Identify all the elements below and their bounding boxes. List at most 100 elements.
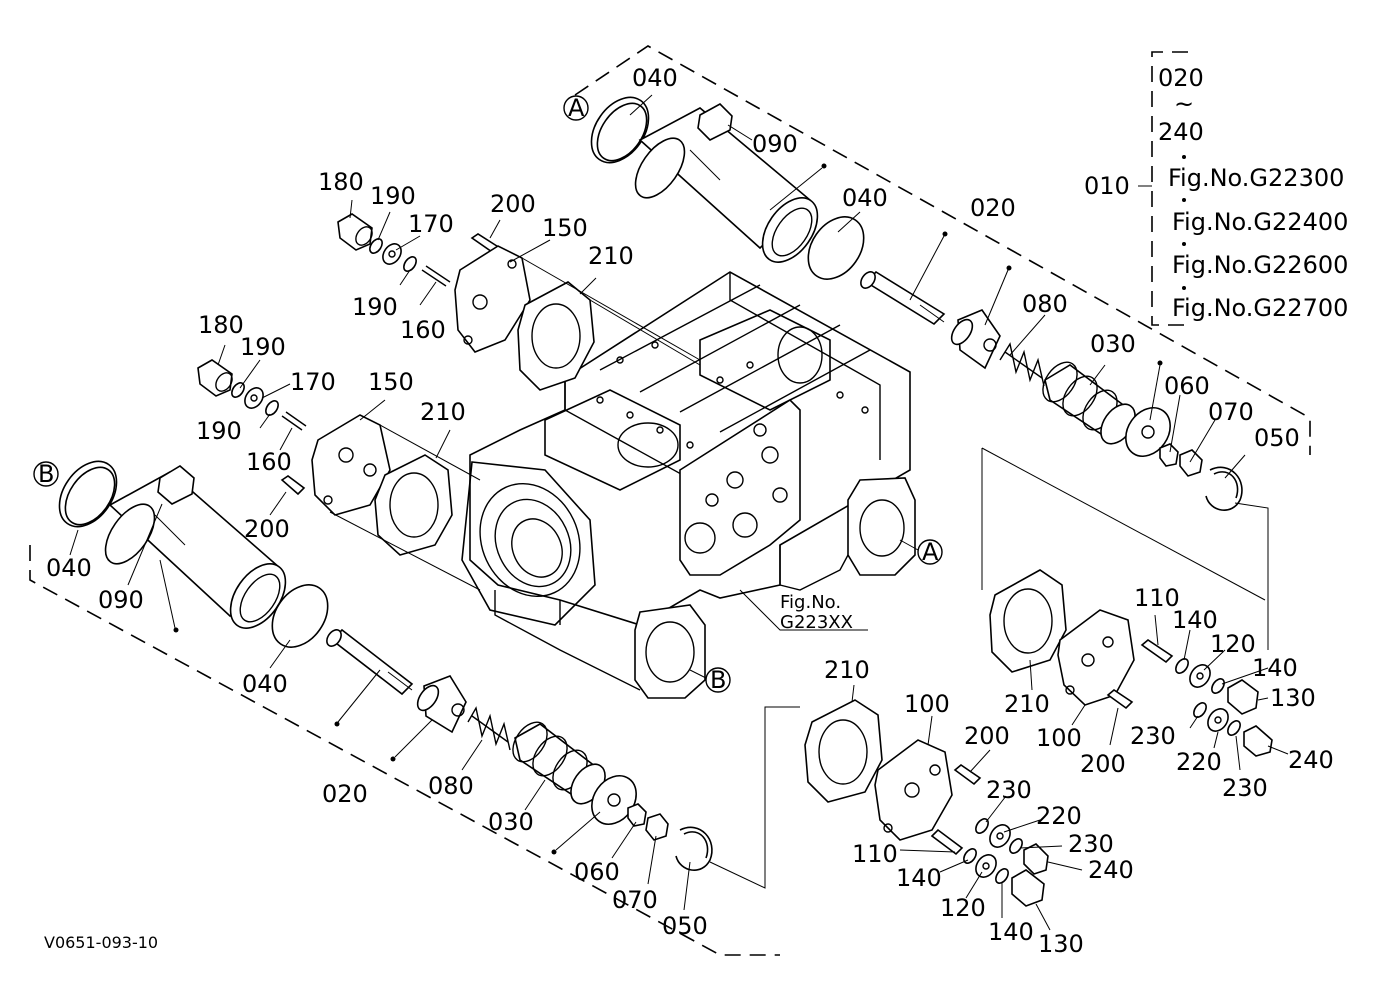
upper-o-ring-190-b xyxy=(403,256,417,272)
lower-bolt-020 xyxy=(326,628,414,696)
svg-text:110: 110 xyxy=(852,840,898,868)
housing-figure-ref: Fig.No. G223XX xyxy=(739,589,868,633)
lower-bolt-200 xyxy=(953,763,982,786)
svg-text:020: 020 xyxy=(970,194,1016,222)
svg-text:040: 040 xyxy=(842,184,888,212)
svg-text:A: A xyxy=(568,94,585,122)
upper-leaders xyxy=(629,94,1246,479)
mid-o-ring-190-b xyxy=(265,400,279,416)
lower-spring-seat xyxy=(591,775,637,825)
mid-cap-180 xyxy=(197,359,233,397)
upper-cover-labels: 180 190 170 200 150 210 190 160 xyxy=(318,168,634,344)
fig-ref-line1: Fig.No. xyxy=(780,592,841,613)
mid-washer-170 xyxy=(244,387,264,409)
lower-washer-220 xyxy=(989,824,1011,848)
svg-text:200: 200 xyxy=(244,515,290,543)
svg-text:070: 070 xyxy=(612,886,658,914)
upper-spring-030 xyxy=(1042,361,1136,445)
svg-text:210: 210 xyxy=(1004,690,1050,718)
right-o-ring-140-a xyxy=(1175,658,1189,674)
svg-text:030: 030 xyxy=(1090,330,1136,358)
right-cap-130 xyxy=(1227,679,1259,715)
mid-plug-160 xyxy=(281,411,307,431)
svg-text:220: 220 xyxy=(1176,748,1222,776)
svg-text:240: 240 xyxy=(1288,746,1334,774)
lower-gasket-210 xyxy=(804,699,883,803)
mid-o-ring-190-a xyxy=(231,382,245,398)
right-cover-frame-lines xyxy=(981,447,1269,650)
svg-text:020: 020 xyxy=(322,780,368,808)
svg-text:230: 230 xyxy=(1222,774,1268,802)
svg-text:130: 130 xyxy=(1270,684,1316,712)
lower-o-ring-230-b xyxy=(1009,838,1023,854)
svg-text:130: 130 xyxy=(1038,930,1084,958)
lower-group-labels: 040 090 040 020 080 030 060 070 050 xyxy=(46,554,708,940)
upper-plug-160 xyxy=(421,265,451,287)
lower-cover-labels: 210 100 200 230 220 230 240 110 140 120 … xyxy=(824,656,1134,958)
svg-text:080: 080 xyxy=(1022,290,1068,318)
lower-cover-frame-lines xyxy=(709,706,800,889)
port-a-label: A xyxy=(922,538,939,566)
svg-text:190: 190 xyxy=(352,293,398,321)
svg-text:090: 090 xyxy=(98,586,144,614)
lower-bolt-110 xyxy=(930,828,964,856)
svg-text:200: 200 xyxy=(1080,750,1126,778)
right-o-ring-230-b xyxy=(1227,720,1241,736)
svg-text:190: 190 xyxy=(196,417,242,445)
mid-bolt-200 xyxy=(280,475,306,496)
upper-washer-170 xyxy=(382,243,402,265)
svg-text:220: 220 xyxy=(1036,802,1082,830)
upper-sleeve-090 xyxy=(634,103,819,263)
svg-text:200: 200 xyxy=(490,190,536,218)
lower-o-ring-230-a xyxy=(975,818,989,834)
assembly-reference: 020 ~ 240 010 Fig.No.G22300 Fig.No.G2240… xyxy=(1084,64,1348,322)
svg-text:210: 210 xyxy=(824,656,870,684)
svg-text:140: 140 xyxy=(1252,654,1298,682)
right-plug-240 xyxy=(1243,725,1273,757)
lower-spring-080 xyxy=(467,706,511,751)
svg-text:190: 190 xyxy=(370,182,416,210)
lower-cover-leaders xyxy=(851,684,1083,931)
right-o-ring-230-a xyxy=(1193,702,1207,718)
svg-text:040: 040 xyxy=(632,64,678,92)
svg-text:170: 170 xyxy=(408,210,454,238)
svg-text:230: 230 xyxy=(1068,830,1114,858)
upper-group-boundary xyxy=(574,45,1311,455)
port-b-label: B xyxy=(710,666,726,694)
upper-piston xyxy=(950,309,1001,370)
svg-text:040: 040 xyxy=(242,670,288,698)
lower-group-boundary xyxy=(29,545,780,956)
svg-text:140: 140 xyxy=(1172,606,1218,634)
svg-text:240: 240 xyxy=(1088,856,1134,884)
right-washer-120 xyxy=(1189,664,1211,688)
range-from: 020 xyxy=(1158,64,1204,92)
svg-text:190: 190 xyxy=(240,333,286,361)
svg-text:170: 170 xyxy=(290,368,336,396)
svg-text:140: 140 xyxy=(896,864,942,892)
svg-text:140: 140 xyxy=(988,918,1034,946)
svg-text:030: 030 xyxy=(488,808,534,836)
lower-o-ring-140-b xyxy=(995,868,1009,884)
upper-spring-seat xyxy=(1125,407,1171,457)
right-washer-220 xyxy=(1207,708,1229,732)
mid-cover-leaders xyxy=(217,344,481,591)
assembly-bracket xyxy=(1138,51,1188,326)
assembly-fig-2: Fig.No.G22400 xyxy=(1172,208,1348,236)
assembly-fig-1: Fig.No.G22300 xyxy=(1168,164,1344,192)
assembly-parent: 010 xyxy=(1084,172,1130,200)
right-cover-leaders xyxy=(1029,614,1289,771)
lower-marker-b: B xyxy=(33,460,59,488)
svg-text:180: 180 xyxy=(318,168,364,196)
main-housing xyxy=(461,271,916,699)
svg-text:050: 050 xyxy=(662,912,708,940)
svg-text:070: 070 xyxy=(1208,398,1254,426)
svg-text:160: 160 xyxy=(246,448,292,476)
upper-nut-060 xyxy=(1159,443,1179,467)
lower-o-ring-040-b xyxy=(271,584,329,648)
lower-plug-240 xyxy=(1023,843,1049,875)
svg-text:200: 200 xyxy=(964,722,1010,750)
mid-cover-150 xyxy=(311,414,391,516)
upper-bolt-020 xyxy=(860,270,946,326)
right-cover-100 xyxy=(1057,609,1135,706)
